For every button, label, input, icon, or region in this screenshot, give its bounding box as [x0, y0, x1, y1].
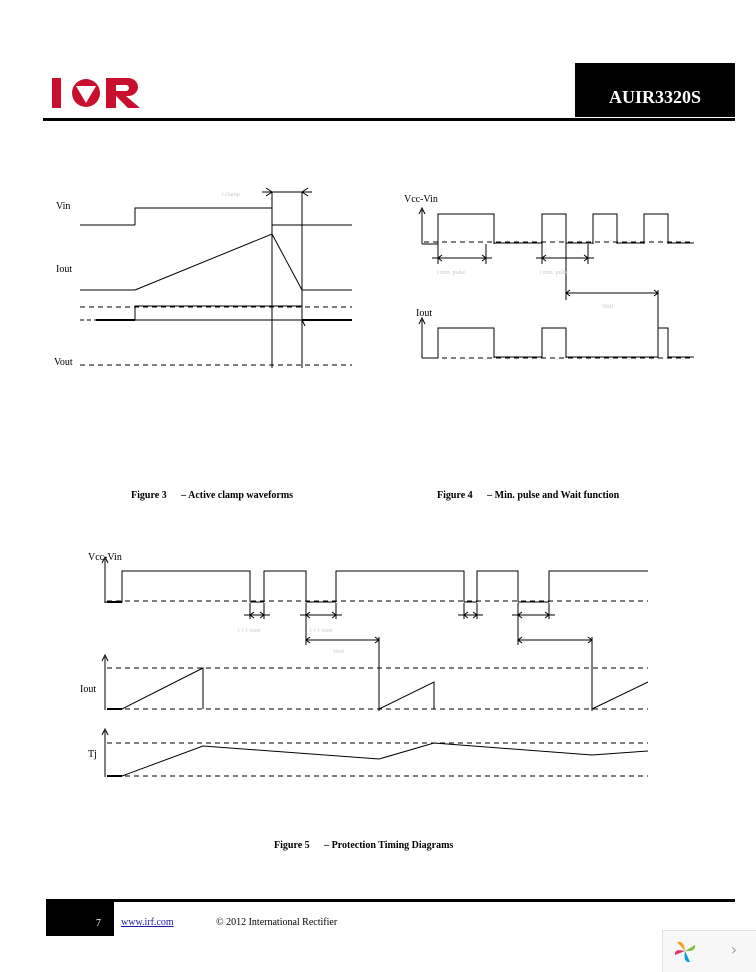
fig5-tj-label: Tj — [88, 749, 97, 760]
figure-4-diagram: Vcc-Vin Iout t min. pulse t min. pulse W… — [404, 194, 694, 359]
figure-4-number: Figure 4 — [437, 490, 473, 501]
figure-5-title: – Protection Timing Diagrams — [324, 840, 454, 851]
figure-4-title: – Min. pulse and Wait function — [487, 490, 620, 501]
fig3-iout-label: Iout — [56, 264, 72, 275]
fig4-iout-label: Iout — [416, 308, 432, 319]
footer-rule — [46, 899, 735, 902]
next-chevron-icon[interactable]: › — [730, 940, 738, 959]
page-number: 7 — [96, 918, 101, 929]
header-rule — [43, 118, 735, 121]
figure-3-caption: Figure 3 – Active clamp waveforms — [131, 490, 293, 501]
fig5-vcc-label: Vcc-Vin — [88, 552, 122, 563]
part-number-box: AUIR3320S — [575, 63, 735, 117]
pinwheel-icon[interactable] — [672, 938, 698, 964]
irf-website-link[interactable]: www.irf.com — [121, 917, 174, 928]
figure-3-title: – Active clamp waveforms — [181, 490, 294, 501]
fig5-t-label-2: t > t reset — [310, 628, 333, 634]
fig4-minpulse-label-2: t min. pulse — [540, 270, 569, 276]
fig4-vcc-label: Vcc-Vin — [404, 194, 438, 205]
part-number: AUIR3320S — [608, 86, 701, 107]
fig4-wait-label: Wait — [602, 304, 614, 310]
ior-logo — [52, 78, 140, 108]
fig3-vout-label: Vout — [54, 357, 73, 368]
figure-5-caption: Figure 5 – Protection Timing Diagrams — [274, 840, 453, 851]
figure-3-diagram: Vin Iout Vout t clamp — [54, 187, 352, 368]
fig5-iout-label: Iout — [80, 684, 96, 695]
fig3-vin-label: Vin — [56, 201, 70, 212]
fig3-tclamp-label: t clamp — [222, 192, 240, 198]
fig5-wait-label: Wait — [333, 649, 345, 655]
footer-block — [46, 902, 114, 936]
figure-5-diagram: Vcc-Vin Iout Tj t < t reset t > t reset … — [80, 552, 649, 777]
figure-3-number: Figure 3 — [131, 490, 167, 501]
copyright-text: © 2012 International Rectifier — [216, 917, 338, 928]
fig4-minpulse-label-1: t min. pulse — [437, 270, 466, 276]
figure-4-caption: Figure 4 – Min. pulse and Wait function — [437, 490, 619, 501]
fig5-t-label: t < t reset — [238, 628, 261, 634]
figure-5-number: Figure 5 — [274, 840, 310, 851]
